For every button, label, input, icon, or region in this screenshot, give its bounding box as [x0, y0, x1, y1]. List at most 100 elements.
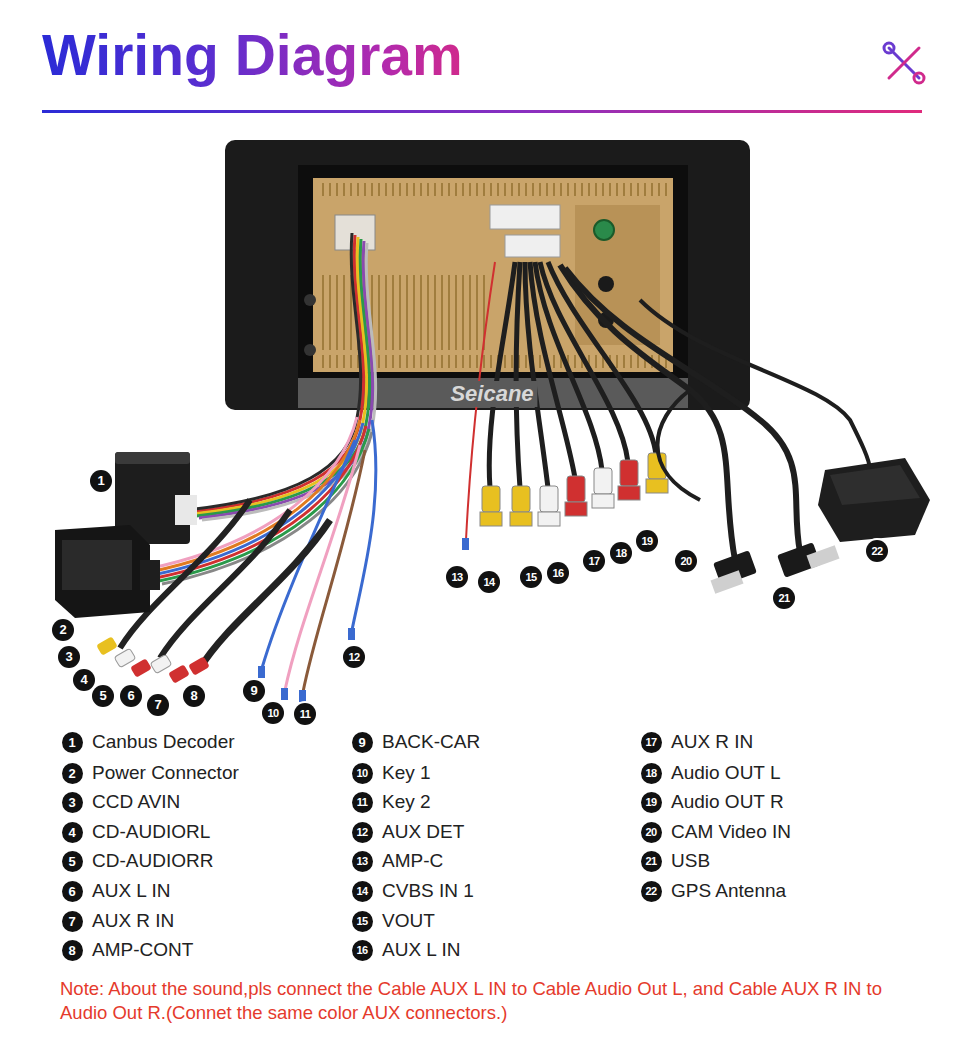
callout-number: 18 [610, 542, 632, 564]
note-text: Note: About the sound,pls connect the Ca… [60, 977, 930, 1025]
part-name: CCD AVIN [92, 790, 180, 814]
part-name: Power Connector [92, 761, 239, 785]
callout-number: 19 [636, 530, 658, 552]
wire-tips [348, 628, 355, 640]
rca-plugs-right [565, 502, 587, 516]
power-connector [55, 525, 160, 618]
usb-plugs [807, 545, 840, 568]
part-name: AUX DET [382, 820, 464, 844]
callout-number: 17 [583, 550, 605, 572]
part-name: BACK-CAR [382, 730, 480, 754]
list-number: 2 [62, 763, 83, 784]
list-number: 4 [62, 822, 83, 843]
part-name: CAM Video IN [671, 820, 791, 844]
part-name: Key 2 [382, 790, 431, 814]
list-number: 10 [352, 763, 373, 784]
rca-plugs-right [567, 476, 585, 502]
head-unit [598, 276, 614, 292]
rca-plugs-left [150, 654, 172, 673]
rca-cables [489, 262, 515, 488]
callout-number: 13 [446, 566, 468, 588]
callout-number: 15 [520, 566, 542, 588]
list-number: 5 [62, 851, 83, 872]
tools-icon [884, 43, 924, 83]
part-name: AUX R IN [671, 730, 753, 754]
head-unit [225, 140, 750, 410]
wire-tips [258, 666, 265, 678]
rca-plugs-left [130, 658, 152, 677]
part-name: AUX L IN [382, 938, 461, 962]
callout-number: 5 [92, 685, 114, 707]
power-connector [55, 525, 150, 618]
power-connector [62, 540, 132, 590]
rca-plugs-right [540, 486, 558, 512]
rca-plugs-right [618, 486, 640, 500]
callout-number: 7 [147, 694, 169, 716]
head-unit [505, 235, 560, 257]
list-number: 6 [62, 881, 83, 902]
rca-plugs-left [96, 636, 210, 683]
head-unit [318, 183, 668, 196]
rca-plugs-right [480, 453, 668, 526]
rca-plugs-right [482, 486, 500, 512]
rca-cables [516, 262, 520, 488]
callout-number: 10 [262, 702, 284, 724]
canbus-decoder [175, 495, 197, 525]
gps-antenna [818, 458, 930, 542]
part-name: Audio OUT R [671, 790, 784, 814]
gps-antenna [830, 465, 920, 505]
part-name: Canbus Decoder [92, 730, 235, 754]
callout-number: 2 [52, 619, 74, 641]
list-number: 19 [641, 792, 662, 813]
rca-plugs-right [594, 468, 612, 494]
rca-plugs-right [646, 479, 668, 493]
list-number: 16 [352, 940, 373, 961]
callout-number: 21 [773, 587, 795, 609]
callout-number: 20 [675, 550, 697, 572]
usb-plugs [711, 570, 744, 593]
list-number: 8 [62, 940, 83, 961]
usb-cables [565, 268, 800, 552]
callout-number: 16 [547, 562, 569, 584]
callout-number: 22 [866, 540, 888, 562]
head-unit [304, 294, 316, 306]
list-number: 1 [62, 732, 83, 753]
part-name: AMP-CONT [92, 938, 193, 962]
callout-number: 1 [90, 470, 112, 492]
part-name: CD-AUDIORL [92, 820, 210, 844]
wire-tips [281, 688, 288, 700]
part-name: VOUT [382, 909, 435, 933]
rca-plugs-right [538, 512, 560, 526]
head-unit [304, 344, 316, 356]
rca-plugs-right [592, 494, 614, 508]
gps-antenna [818, 458, 930, 542]
part-name: Audio OUT L [671, 761, 780, 785]
list-number: 14 [352, 881, 373, 902]
list-number: 17 [641, 732, 662, 753]
list-number: 3 [62, 792, 83, 813]
rca-plugs-left [168, 664, 190, 683]
rca-cables [535, 262, 602, 470]
part-name: AUX L IN [92, 879, 171, 903]
list-number: 12 [352, 822, 373, 843]
list-number: 15 [352, 911, 373, 932]
rca-plugs-right [480, 512, 502, 526]
usb-cables [560, 265, 870, 560]
callout-number: 3 [58, 646, 80, 668]
list-number: 9 [352, 732, 373, 753]
rca-plugs-right [620, 460, 638, 486]
head-unit [490, 205, 560, 229]
rca-plugs-right [510, 512, 532, 526]
list-number: 7 [62, 911, 83, 932]
callout-number: 14 [478, 571, 500, 593]
list-number: 20 [641, 822, 662, 843]
wire-tip [462, 538, 469, 550]
wire-tips [299, 690, 306, 702]
head-unit [320, 275, 485, 350]
watermark: Seicane [446, 381, 537, 407]
canbus-decoder [115, 452, 190, 464]
usb-plugs [711, 542, 840, 593]
head-unit [594, 220, 614, 240]
rca-plugs-left [114, 648, 136, 667]
